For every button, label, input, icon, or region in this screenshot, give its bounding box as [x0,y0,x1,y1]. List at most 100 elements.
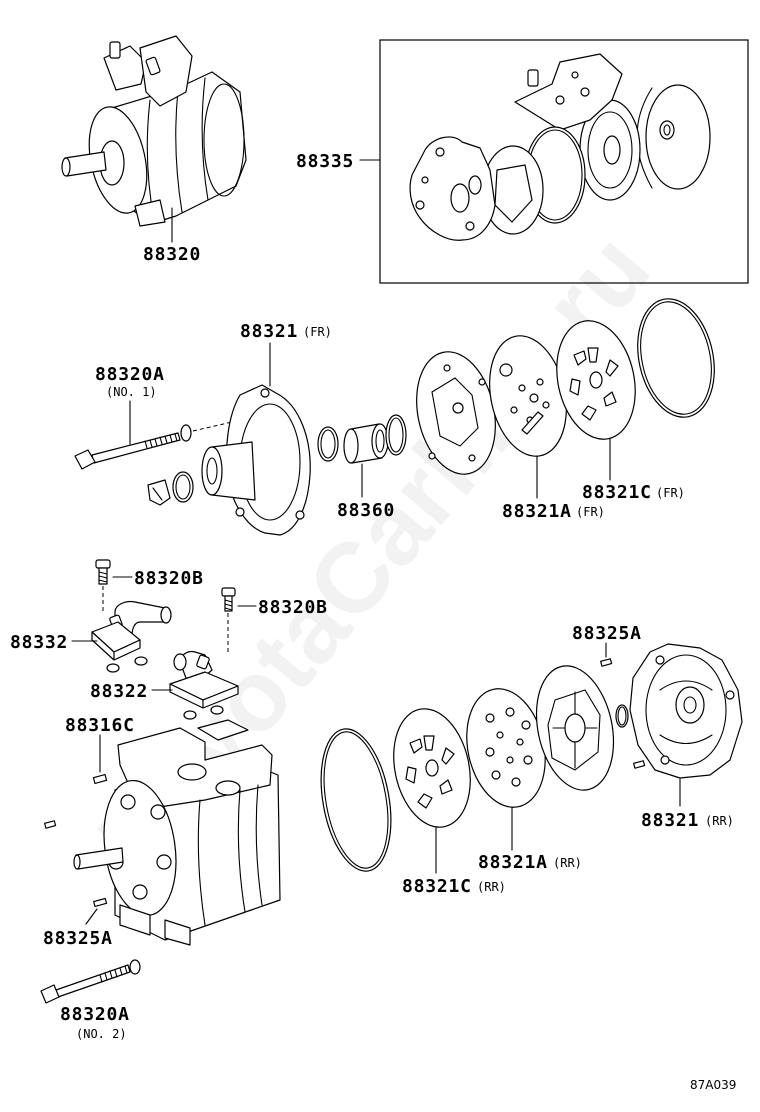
bolt-88320b-1-thread [98,571,108,583]
front-gasket-hole [428,452,436,460]
label-88320a-no1: 88320A [95,364,165,385]
bolt-no1-thread [144,433,178,449]
shaft-seal-drawing [317,414,407,498]
front-gasket-hole [452,402,464,414]
bolt-88320b-1-drawing [95,559,133,612]
rear-housing-hub-inner [683,696,697,714]
rear-compressor-drawing [73,719,281,946]
front-gasket-cutout [431,377,479,447]
bolt-no1-drawing [74,400,233,470]
rear-compressor-port [215,780,241,796]
fitting-88332-base-side [91,631,141,661]
kit-head-block [514,53,623,131]
rear-housing-chamber [659,680,713,745]
kit-gasket-hole [421,176,429,184]
rear-compressor-face-hole [132,884,148,900]
large-o-ring-fr-inner [640,301,712,415]
rear-compressor-pad [197,719,249,741]
rear-housing-hole [725,690,735,700]
kit-seal-ring [659,120,675,140]
kit-head-hole [555,95,565,105]
bolt-no2-shaft [55,964,131,998]
compressor-assy-drawing [61,35,247,243]
kit-gasket-hole [415,200,425,210]
front-housing-hole [235,507,245,517]
label-88332: 88332 [10,632,68,653]
small-o-ring-inner [175,474,191,500]
label-88316c: 88316C [65,715,135,736]
label-88320b-2: 88320B [258,597,328,618]
reed-valve-rr-center [425,759,439,777]
label-88325a-1: 88325A [572,623,642,644]
valve-plate-rr-hole [505,707,515,717]
compressor-top-fitting-right [139,35,193,107]
rear-compressor-foot [119,904,151,936]
pin-88325a-2-drawing [85,897,108,925]
kit-o-ring-large [450,183,470,213]
valve-plate-rr-hole [516,738,524,746]
fitting-88322-tube-end [173,653,187,671]
rear-housing-drawing [629,643,743,807]
rear-compressor-foot [164,919,191,946]
rear-compressor-ribs [197,784,263,926]
label-88321c-fr-note: (FR) [656,486,685,500]
compressor-rear-end [203,83,245,197]
compressor-mount-foot [134,199,166,227]
rear-gasket-drawing [535,665,615,791]
bolt-no2-head [40,984,60,1004]
bolt-88320b-2-head [221,587,236,597]
snap-ring-inner [388,417,404,453]
valve-plate-rr-hole [485,713,495,723]
label-88325a-2: 88325A [43,928,113,949]
valve-plate-rr-hole [491,770,501,780]
kit-clutch-plate-inner [587,111,633,189]
reed-valve-fr-petals [569,347,619,421]
kit-seal-ring-inner [663,124,671,136]
front-gasket-hole [478,378,486,386]
kit-head-hole [580,87,590,97]
front-gasket-hole [443,364,451,372]
valve-plate-rr-hole [506,756,514,764]
label-88321-fr-note: (FR) [303,325,332,339]
fitting-88322-cap [196,654,210,670]
large-o-ring-rr [320,728,392,872]
rear-compressor-face-hole [156,854,172,870]
rear-gasket-center [564,713,586,743]
pin-88316c [92,773,108,785]
valve-plate-fr-hole [510,406,518,414]
pin-88325a-1 [600,658,613,667]
label-88321c-rr: 88321C [402,876,472,897]
illustration-code: 87A039 [690,1078,736,1092]
seal-body-face [371,423,389,459]
bolt-88320b-1-head [95,559,111,569]
fitting-88332-o-ring [134,656,148,666]
pin-88325a-1-drawing [600,642,613,667]
kit-ring-plate [494,164,533,223]
front-housing-drawing [201,342,311,536]
compressor-fitting-bolt-left [109,41,121,59]
valve-plate-fr-drawing [489,335,567,499]
label-88320: 88320 [143,244,201,265]
seal-body-rear [343,428,359,464]
seal-o-ring-inner [320,429,336,459]
label-88320a-no1-note: (NO. 1) [106,385,157,399]
valve-plate-rr-hole [496,731,504,739]
fitting-88322-drawing [151,650,239,720]
label-88360: 88360 [337,500,395,521]
kit-gasket-hole [465,221,475,231]
front-gasket-hole [468,454,476,462]
rear-compressor-face-hole [150,804,166,820]
label-88321a-rr: 88321A [478,852,548,873]
large-o-ring-fr [637,298,715,418]
reed-valve-fr-drawing [556,320,636,481]
label-88320a-no2-note: (NO. 2) [76,1027,127,1041]
kit-head-stud [527,69,539,87]
valve-plate-rr-drawing [466,688,546,851]
valve-plate-fr-slot [521,411,544,435]
reed-valve-rr-drawing [393,708,471,874]
kit-clutch-hub [603,135,621,165]
kit-head-hole [571,71,579,79]
reed-valve-rr-petals [405,735,455,809]
snap-ring [385,414,407,456]
label-88321-fr: 88321 [240,321,298,342]
